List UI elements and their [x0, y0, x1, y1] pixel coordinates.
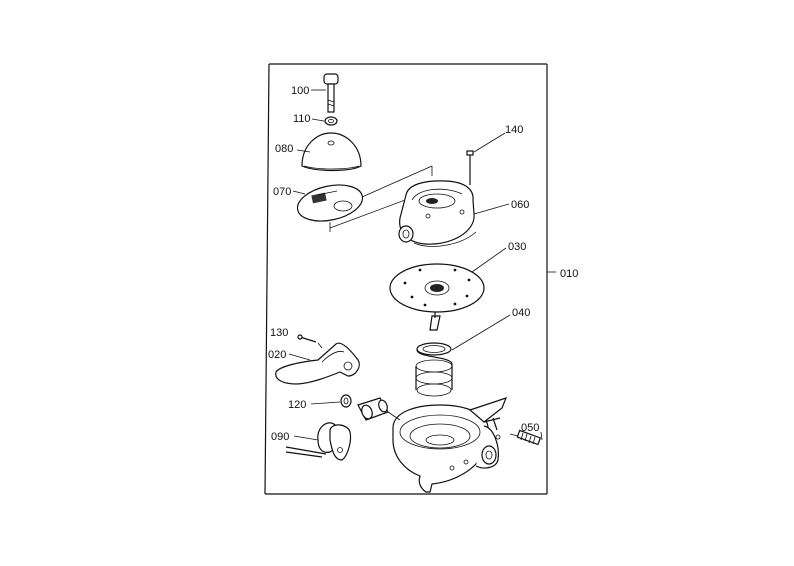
- spring-clip-090-part: [285, 422, 352, 461]
- label-030: 030: [508, 241, 526, 253]
- label-070: 070: [273, 186, 291, 198]
- diagram-frame: [264, 63, 556, 495]
- label-080: 080: [275, 143, 293, 155]
- lever-020-part: [275, 342, 360, 385]
- plate-070-part: [292, 184, 364, 232]
- diaphragm-030-part: [389, 247, 507, 331]
- housing-060-part: [398, 180, 510, 247]
- label-140: 140: [505, 124, 523, 136]
- label-110: 110: [293, 113, 311, 125]
- washer-110-part: [311, 116, 338, 126]
- label-060: 060: [511, 199, 529, 211]
- label-020: 020: [268, 349, 286, 361]
- label-040: 040: [512, 307, 530, 319]
- label-120: 120: [288, 399, 306, 411]
- bolt-100-part: [311, 73, 339, 113]
- part-labels: 100 110 080 070 140 060 030 010 040 130 …: [268, 85, 578, 443]
- spring-040-part: [415, 314, 511, 397]
- label-090: 090: [271, 431, 289, 443]
- screw-140-part: [466, 132, 506, 185]
- pin-130-part: [297, 334, 323, 349]
- label-100: 100: [291, 85, 309, 97]
- plug-050-part: [509, 429, 543, 446]
- shaft-120-part: [310, 394, 401, 421]
- body-010-part: [392, 397, 508, 493]
- label-050: 050: [521, 422, 539, 434]
- label-010: 010: [560, 268, 578, 280]
- label-130: 130: [270, 327, 288, 339]
- dome-cover-080-part: [296, 132, 362, 172]
